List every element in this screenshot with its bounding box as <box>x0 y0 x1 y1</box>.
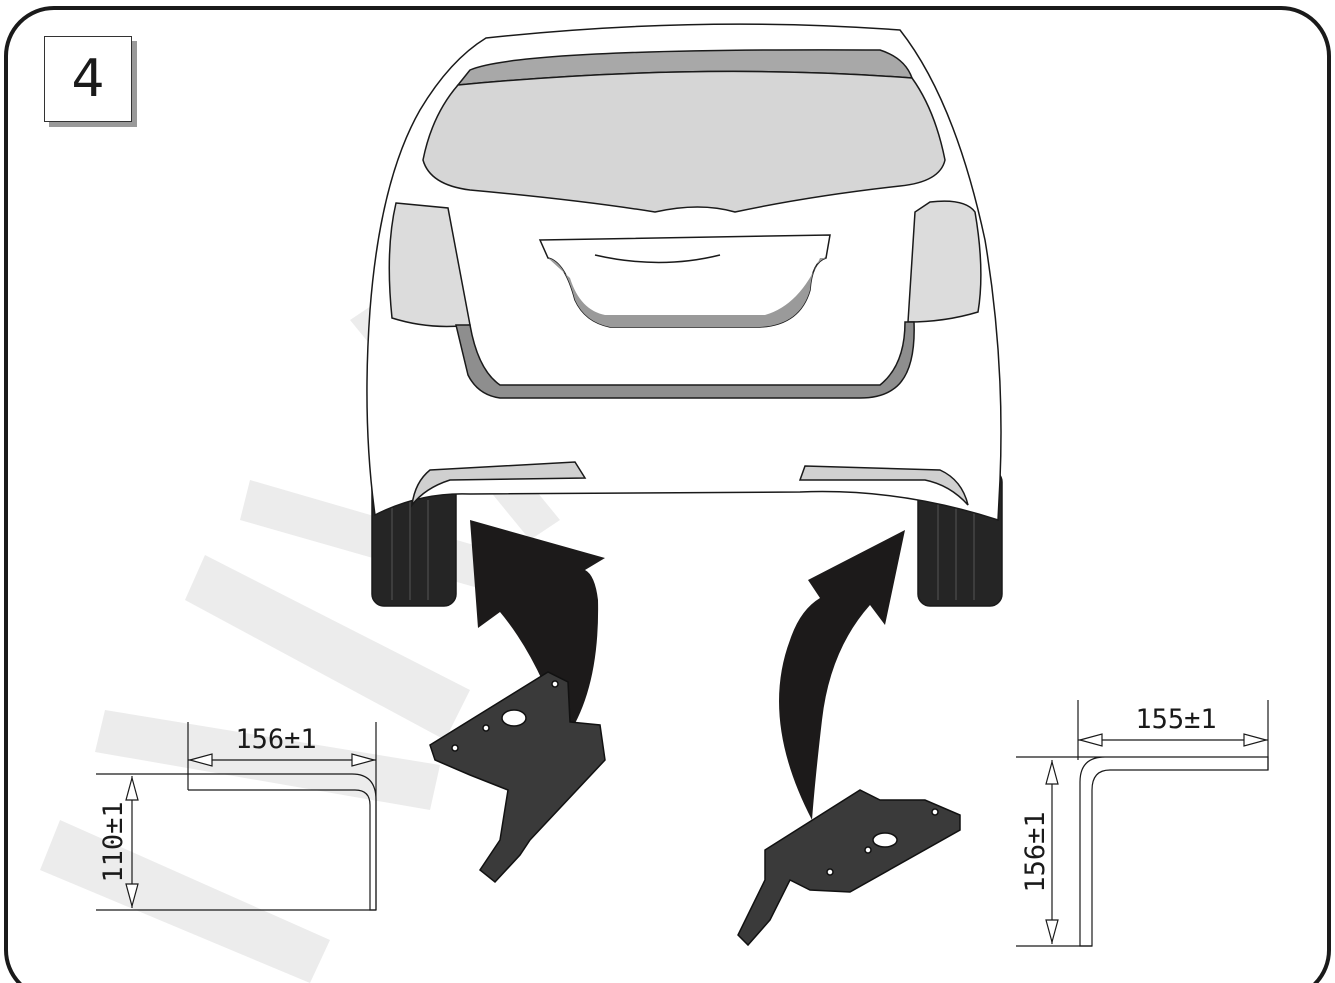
left-height-label: 110±1 <box>98 801 129 882</box>
tailgate-trim <box>455 321 915 399</box>
step-number-badge: 4 <box>44 36 132 122</box>
right-height-label: 156±1 <box>1020 811 1051 892</box>
left-width-label: 156±1 <box>235 724 316 755</box>
install-arrows <box>470 520 905 820</box>
rear-window <box>422 70 946 213</box>
right-reflector <box>798 465 969 506</box>
right-dimension-drawing <box>1016 700 1269 947</box>
left-reflector <box>410 461 587 508</box>
right-tail-light <box>907 200 982 323</box>
car-rear-view <box>366 23 1003 607</box>
left-arrow-icon <box>470 520 605 740</box>
panel-frame <box>4 6 1331 983</box>
right-bracket <box>737 789 961 947</box>
right-width-label: 155±1 <box>1135 704 1216 735</box>
right-arrow-icon <box>779 530 905 820</box>
left-dimension-drawing <box>96 722 377 911</box>
left-bracket <box>429 671 606 884</box>
